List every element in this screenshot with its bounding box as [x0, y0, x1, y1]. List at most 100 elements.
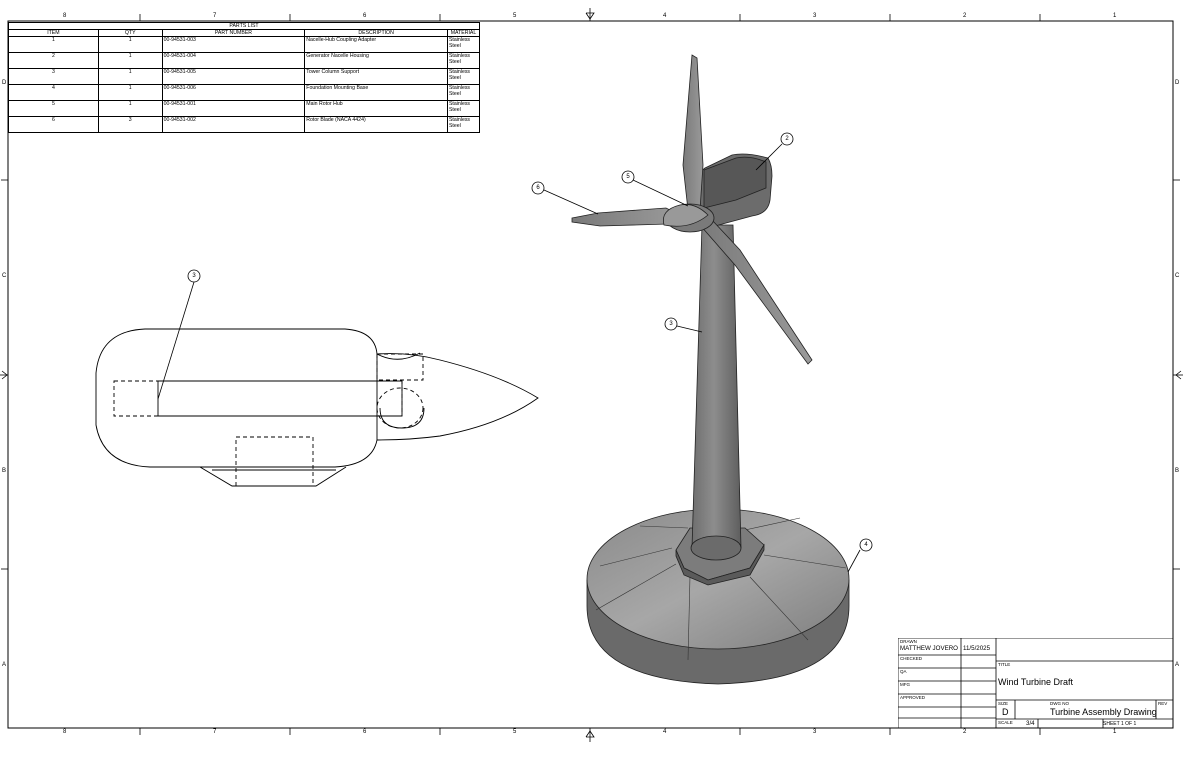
zone-col-bottom-2: 2: [963, 729, 967, 735]
zone-ticks: [1, 14, 1180, 735]
zone-row-right-b: B: [1175, 468, 1180, 474]
cell-qty: 1: [97, 52, 163, 69]
cell-qty: 1: [97, 68, 163, 85]
cell-item: 5: [8, 100, 99, 117]
cell-item: 4: [8, 84, 99, 101]
zone-col-bottom-1: 1: [1113, 729, 1117, 735]
cell-description: Foundation Mounting Base: [304, 84, 448, 101]
material-line-1: Stainless: [448, 117, 471, 123]
drawn-date: 11/5/2025: [963, 645, 991, 652]
approved-label: APPROVED: [900, 695, 926, 700]
cell-part-number: 00-94531-003: [161, 36, 306, 53]
size-label: SIZE: [998, 701, 1009, 706]
balloon-iso-3: [664, 317, 678, 331]
checked-label: CHECKED: [900, 656, 923, 661]
title-block: DRAWN MATTHEW JOVERO 11/5/2025 CHECKED Q…: [898, 638, 1173, 728]
table-row: 1 1 00-94531-003 Nacelle-Hub Coupling Ad…: [8, 36, 481, 53]
iso-nacelle: [694, 153, 773, 227]
title-block-grid: [898, 638, 1173, 728]
zone-row-left-c: C: [2, 273, 7, 279]
zone-row-left-a: A: [2, 662, 7, 668]
zone-col-bottom-6: 6: [363, 729, 367, 735]
material-line-2: Steel: [448, 75, 461, 81]
balloon-iso-6: [531, 181, 545, 195]
scale-label: SCALE: [998, 720, 1013, 725]
cell-part-number: 00-94531-005: [161, 68, 306, 85]
cell-part-number: 00-94531-002: [161, 116, 306, 133]
leader-side-3: [157, 281, 195, 400]
drawn-by: MATTHEW JOVERO: [900, 645, 958, 652]
zone-col-bottom-8: 8: [63, 729, 67, 735]
balloon-iso-2-label: 2: [785, 136, 789, 142]
qa-label: QA: [900, 669, 907, 674]
table-row: 6 3 00-94531-002 Rotor Blade (NACA 4424)…: [8, 116, 481, 133]
zone-row-right-c: C: [1175, 273, 1180, 279]
table-row: 5 1 00-94531-001 Main Rotor Hub Stainles…: [8, 100, 481, 117]
material-line-2: Steel: [448, 91, 461, 97]
balloon-iso-6-label: 6: [536, 185, 540, 191]
material-line-2: Steel: [448, 43, 461, 49]
cell-description: Nacelle-Hub Coupling Adapter: [304, 36, 448, 53]
zone-col-top-1: 1: [1113, 13, 1117, 19]
zone-col-top-5: 5: [513, 13, 517, 19]
zone-row-right-d: D: [1175, 80, 1180, 86]
table-row: 2 1 00-94531-004 Generator Nacelle Housi…: [8, 52, 481, 69]
cell-part-number: 00-94531-001: [161, 100, 306, 117]
cell-qty: 1: [97, 100, 163, 117]
header-part-number: PART NUMBER: [161, 29, 306, 37]
material-line-2: Steel: [448, 107, 461, 113]
material-line-1: Stainless: [448, 53, 471, 59]
iso-tower: [690, 224, 742, 561]
iso-blades: [571, 54, 813, 365]
side-view: [95, 328, 539, 487]
balloon-iso-5-label: 5: [626, 174, 630, 180]
balloon-side-3: [187, 269, 201, 283]
parts-list-table: PARTS LIST ITEM QTY PART NUMBER DESCRIPT…: [8, 22, 481, 133]
table-row: 3 1 00-94531-005 Tower Column Support St…: [8, 68, 481, 85]
material-line-2: Steel: [448, 59, 461, 65]
title-label: TITLE: [998, 662, 1011, 667]
balloon-iso-2: [780, 132, 794, 146]
zone-col-bottom-7: 7: [213, 729, 217, 735]
cell-qty: 1: [97, 36, 163, 53]
zone-col-top-2: 2: [963, 13, 967, 19]
zone-col-top-7: 7: [213, 13, 217, 19]
cell-qty: 1: [97, 84, 163, 101]
zone-row-left-b: B: [2, 468, 7, 474]
cell-part-number: 00-94531-006: [161, 84, 306, 101]
balloons: [187, 132, 873, 552]
table-row: 4 1 00-94531-006 Foundation Mounting Bas…: [8, 84, 481, 101]
cell-item: 2: [8, 52, 99, 69]
header-item: ITEM: [8, 29, 99, 37]
balloon-iso-3-label: 3: [669, 321, 673, 327]
zone-row-left-d: D: [2, 80, 7, 86]
cell-description: Main Rotor Hub: [304, 100, 448, 117]
sheet-size: D: [1002, 707, 1009, 717]
material-line-1: Stainless: [448, 69, 471, 75]
mfg-label: MFG: [900, 682, 910, 687]
cell-description: Tower Column Support: [304, 68, 448, 85]
iso-base: [586, 508, 850, 685]
header-description: DESCRIPTION: [304, 29, 448, 37]
zone-col-bottom-5: 5: [513, 729, 517, 735]
rev-label: REV: [1158, 701, 1168, 706]
balloon-iso-4-label: 4: [864, 542, 868, 548]
dwg-no-label: DWG NO: [1050, 701, 1069, 706]
cell-description: Rotor Blade (NACA 4424): [304, 116, 448, 133]
parts-list-caption: PARTS LIST: [8, 22, 480, 30]
zone-col-top-6: 6: [363, 13, 367, 19]
zone-col-top-8: 8: [63, 13, 67, 19]
iso-hub: [662, 203, 715, 233]
material-line-2: Steel: [448, 123, 461, 129]
zone-col-bottom-4: 4: [663, 729, 667, 735]
cell-item: 1: [8, 36, 99, 53]
cell-item: 6: [8, 116, 99, 133]
drawn-label: DRAWN: [900, 639, 917, 644]
